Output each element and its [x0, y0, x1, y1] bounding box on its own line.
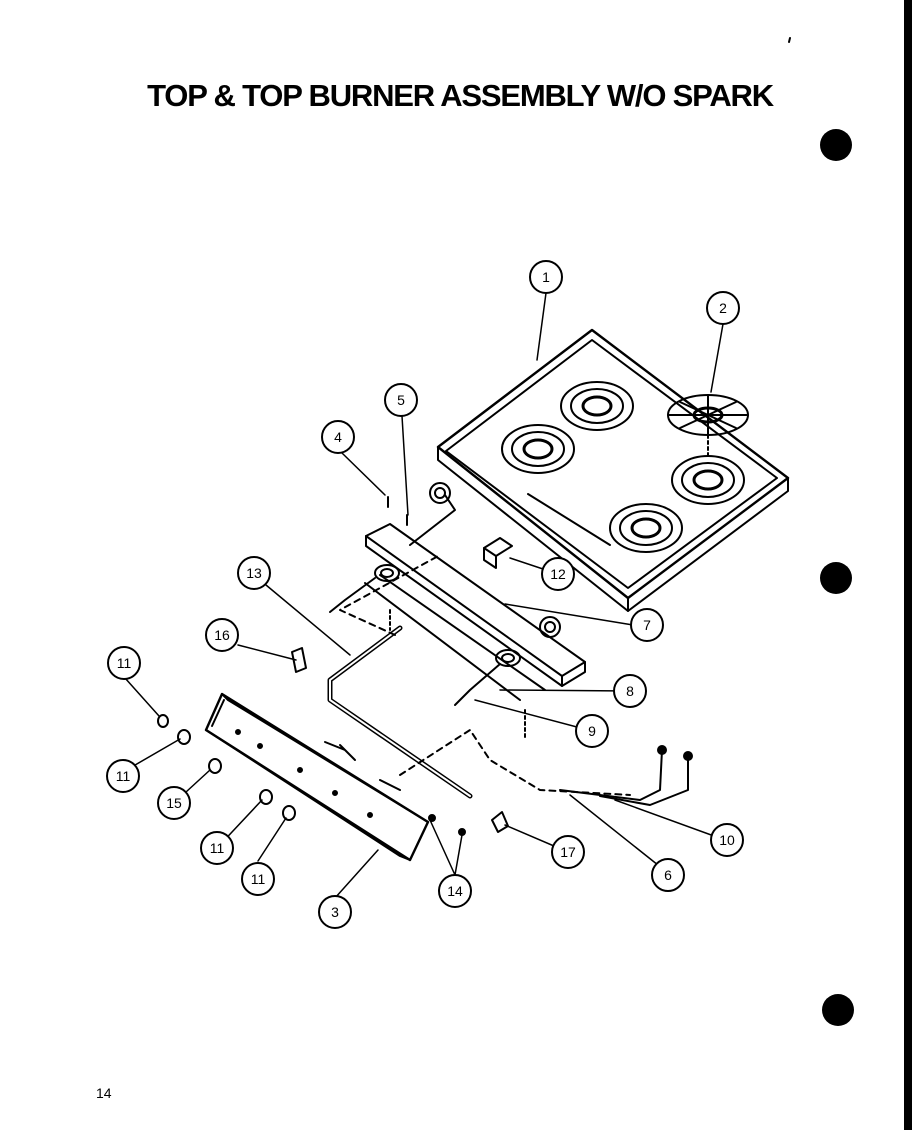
- svg-text:2: 2: [719, 300, 727, 316]
- svg-text:15: 15: [166, 795, 182, 811]
- svg-text:5: 5: [397, 392, 405, 408]
- svg-text:9: 9: [588, 723, 596, 739]
- knob-part-11b: [177, 729, 191, 745]
- callout-14: 14: [438, 874, 472, 908]
- svg-text:10: 10: [719, 832, 735, 848]
- svg-text:7: 7: [643, 617, 651, 633]
- knob-part-15: [208, 758, 222, 774]
- punch-hole-top: [820, 129, 852, 161]
- callout-9: 9: [575, 714, 609, 748]
- callout-8: 8: [613, 674, 647, 708]
- callout-10: 10: [710, 823, 744, 857]
- svg-text:16: 16: [214, 627, 230, 643]
- diagram-title: TOP & TOP BURNER ASSEMBLY W/O SPARK: [147, 78, 774, 113]
- svg-text:11: 11: [116, 768, 131, 784]
- callout-11c: 11: [200, 831, 234, 865]
- svg-text:13: 13: [246, 565, 262, 581]
- callout-3: 3: [318, 895, 352, 929]
- svg-text:3: 3: [331, 904, 339, 920]
- svg-text:17: 17: [560, 844, 576, 860]
- svg-text:12: 12: [550, 566, 566, 582]
- burner-cap-part: [667, 394, 749, 459]
- manifold-part: [329, 482, 586, 741]
- callout-6: 6: [651, 858, 685, 892]
- hose-assembly-part: [324, 729, 693, 806]
- callout-15: 15: [157, 786, 191, 820]
- supply-tube-part: [327, 554, 473, 799]
- svg-text:6: 6: [664, 867, 672, 883]
- knob-part-11a: [157, 714, 169, 728]
- page-number: 14: [96, 1085, 112, 1101]
- edge-mark: [788, 37, 791, 43]
- bracket-part: [291, 647, 307, 673]
- control-panel-part: [204, 692, 430, 862]
- callout-4: 4: [321, 420, 355, 454]
- callout-11a: 11: [107, 646, 141, 680]
- callout-16: 16: [205, 618, 239, 652]
- cooktop-part: [436, 328, 790, 612]
- callout-11b: 11: [106, 759, 140, 793]
- svg-text:11: 11: [117, 655, 132, 671]
- svg-text:4: 4: [334, 429, 342, 445]
- callout-11d: 11: [241, 862, 275, 896]
- callout-12: 12: [541, 557, 575, 591]
- knob-part-11c: [259, 789, 273, 805]
- clip-part: [491, 811, 509, 833]
- punch-hole-middle: [820, 562, 852, 594]
- punch-hole-bottom: [822, 994, 854, 1026]
- svg-text:1: 1: [542, 269, 550, 285]
- svg-text:14: 14: [447, 883, 463, 899]
- callout-13: 13: [237, 556, 271, 590]
- svg-text:8: 8: [626, 683, 634, 699]
- knob-part-11d: [282, 805, 296, 821]
- callout-17: 17: [551, 835, 585, 869]
- callout-2: 2: [706, 291, 740, 325]
- callout-1: 1: [529, 260, 563, 294]
- leader-lines: [122, 292, 726, 899]
- fitting-part-14: [428, 814, 466, 836]
- svg-text:11: 11: [210, 840, 225, 856]
- callout-7: 7: [630, 608, 664, 642]
- svg-text:11: 11: [251, 871, 266, 887]
- callout-5: 5: [384, 383, 418, 417]
- valve-clip-part: [483, 537, 513, 569]
